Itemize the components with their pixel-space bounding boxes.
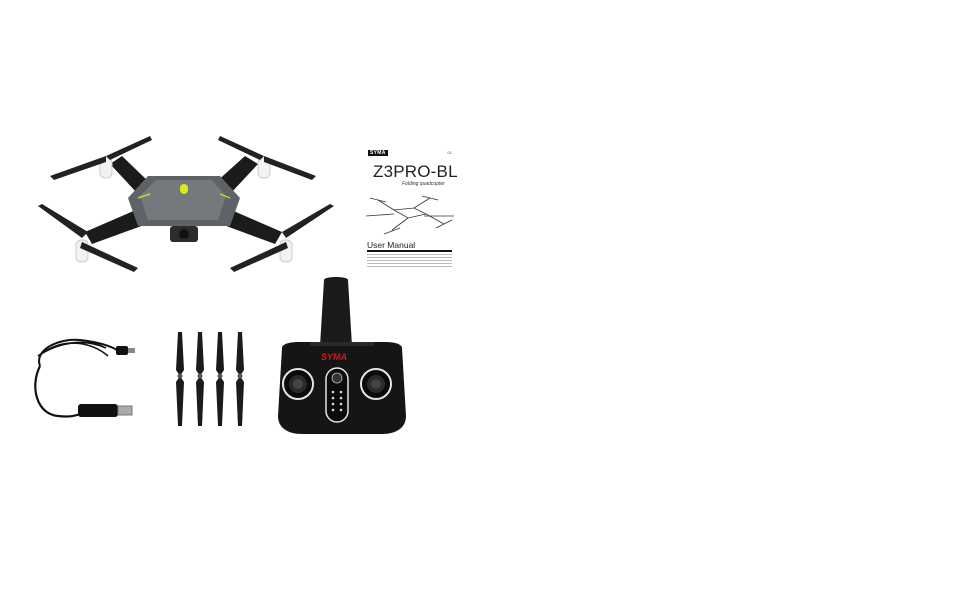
- manual-model-name: Z3PRO-BL: [373, 162, 458, 181]
- remote-controller: SYMA: [278, 277, 406, 434]
- manual-title: User Manual: [367, 240, 416, 250]
- manual-brand-logo: SYMA: [368, 150, 388, 156]
- remote-brand-logo: SYMA: [321, 352, 347, 362]
- manual-page-marker: 01: [447, 150, 452, 155]
- manual-subtitle: Folding quadcopter: [402, 181, 445, 187]
- spare-propellers: [176, 332, 244, 426]
- drone-photo: [38, 136, 334, 272]
- manual-drone-sketch: [365, 195, 454, 235]
- user-manual: SYMA 01 Z3PRO-BL Folding quadcopter User…: [360, 150, 460, 278]
- manual-divider: [367, 250, 452, 252]
- manual-body-text: [367, 254, 452, 269]
- usb-charging-cable: [34, 338, 135, 418]
